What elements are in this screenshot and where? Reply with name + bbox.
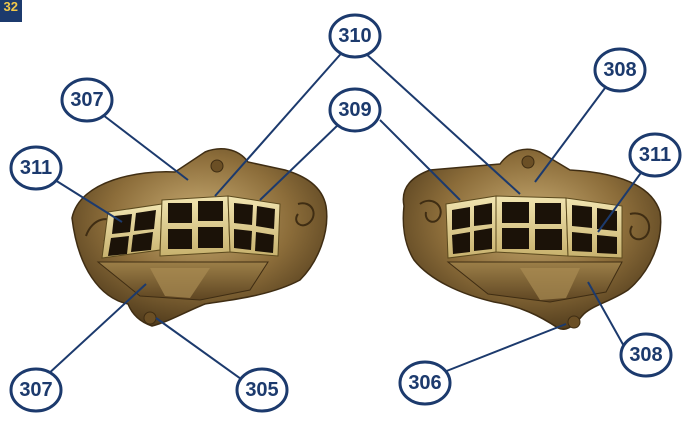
left-side-window-311	[101, 203, 163, 259]
left-window-casting	[71, 148, 328, 327]
callout-305: 305	[235, 367, 289, 413]
right-left-window-309	[445, 195, 497, 259]
svg-text:307: 307	[19, 379, 52, 401]
callout-308-right-top: 308	[593, 47, 647, 93]
callout-310: 310	[328, 13, 382, 59]
left-bottom-boss-305	[143, 311, 157, 325]
svg-text:311: 311	[639, 144, 671, 166]
svg-text:307: 307	[70, 89, 103, 111]
callout-311-left: 311	[9, 145, 63, 191]
leader-lines	[45, 47, 644, 385]
callout-307-left-bottom: 307	[9, 367, 63, 413]
left-scroll-ornament-2	[295, 202, 315, 227]
callout-306: 306	[398, 360, 452, 406]
svg-text:308: 308	[603, 59, 636, 81]
left-top-boss	[210, 159, 224, 173]
svg-text:308: 308	[629, 344, 662, 366]
svg-text:311: 311	[20, 157, 52, 179]
svg-text:305: 305	[245, 379, 278, 401]
svg-text:310: 310	[338, 25, 371, 47]
right-bottom-boss-306	[567, 315, 581, 329]
callout-308-right-bottom: 308	[619, 332, 673, 378]
right-scroll-ornament	[419, 199, 442, 223]
callout-307-left-top: 307	[60, 77, 114, 123]
svg-text:309: 309	[338, 99, 371, 121]
right-side-window-311	[565, 197, 623, 259]
callout-311-right: 311	[628, 132, 682, 178]
right-top-boss	[521, 155, 535, 169]
right-window-casting	[402, 148, 662, 330]
page-number-badge: 32	[0, 0, 22, 22]
svg-text:306: 306	[408, 372, 441, 394]
right-center-window-310	[495, 195, 569, 257]
left-center-facet	[150, 268, 210, 298]
left-right-window-309	[227, 195, 281, 257]
right-scroll-ornament-2	[629, 212, 651, 241]
callout-309: 309	[328, 87, 382, 133]
left-center-window-310	[159, 195, 231, 257]
right-center-facet	[520, 268, 580, 300]
